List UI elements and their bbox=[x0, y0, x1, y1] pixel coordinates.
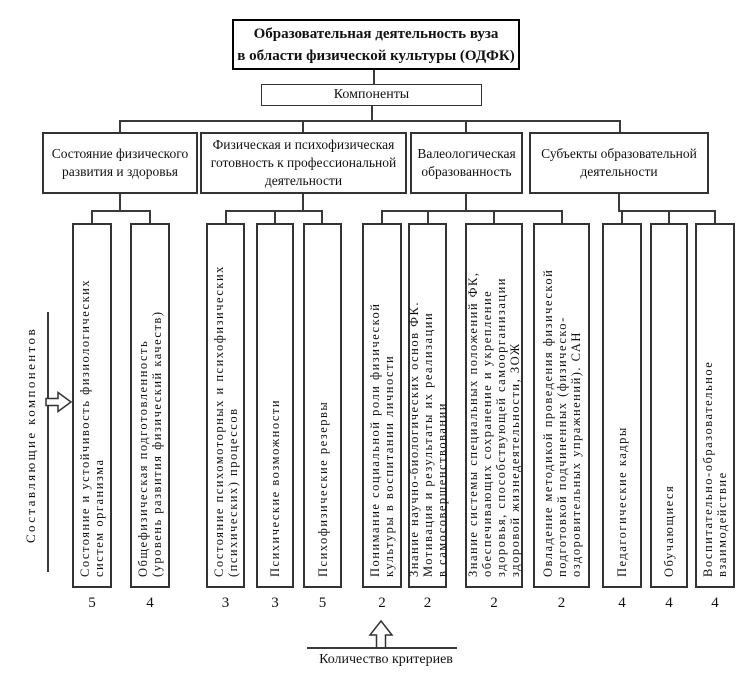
criteria-count: 4 bbox=[711, 595, 719, 611]
component-label: Воспитательно-образовательное взаимодейс… bbox=[701, 360, 729, 577]
component-label: Состояние психомоторных и психофизически… bbox=[211, 265, 240, 577]
component-box: Состояние психомоторных и психофизически… bbox=[206, 223, 245, 588]
component-label: Педагогические кадры bbox=[615, 426, 629, 577]
criteria-count: 2 bbox=[557, 595, 566, 611]
root-box-label: Образовательная деятельность вуза в обла… bbox=[237, 25, 515, 64]
component-box: Обучающиеся bbox=[650, 223, 688, 588]
component-box: Овладение методикой проведения физическо… bbox=[533, 223, 590, 588]
left-caption-text: Составляющие компонентов bbox=[23, 326, 38, 544]
criteria-count: 3 bbox=[221, 595, 230, 611]
criteria-count: 3 bbox=[271, 595, 279, 611]
component-box: Понимание социальной роли физической кул… bbox=[362, 223, 402, 588]
connector-line bbox=[618, 194, 620, 210]
criteria-count: 4 bbox=[618, 595, 626, 611]
branch-header-label: Субъекты образовательной деятельности bbox=[541, 146, 697, 179]
connector-line bbox=[668, 210, 670, 223]
component-label: Овладение методикой проведения физическо… bbox=[540, 268, 583, 577]
connector-line bbox=[561, 210, 563, 223]
component-label: Психофизические резервы bbox=[315, 400, 330, 577]
component-box: Состояние и устойчивость физиологических… bbox=[72, 223, 112, 588]
criteria-count: 2 bbox=[423, 595, 432, 611]
criteria-count: 4 bbox=[146, 595, 154, 611]
connector-line bbox=[119, 120, 121, 132]
right-arrow-icon bbox=[45, 391, 73, 413]
connector-line bbox=[302, 120, 304, 132]
connector-line bbox=[493, 210, 495, 223]
connector-line bbox=[621, 210, 623, 223]
component-label: Состояние и устойчивость физиологических… bbox=[78, 278, 106, 577]
component-label: Обучающиеся bbox=[662, 484, 676, 577]
connector-line bbox=[465, 120, 467, 132]
connector-line bbox=[381, 210, 563, 212]
criteria-count: 2 bbox=[490, 595, 498, 611]
bottom-caption: Количество критериев bbox=[319, 652, 453, 667]
branch-header-physical-development: Состояние физического развития и здоровь… bbox=[42, 132, 198, 194]
component-box: Знание научно-биологических основ ФК. Мо… bbox=[406, 223, 449, 588]
criteria-count: 4 bbox=[665, 595, 673, 611]
connector-line bbox=[274, 210, 276, 223]
component-box: Психические возможности bbox=[256, 223, 294, 588]
branch-header-psychophysical-readiness: Физическая и психофизическая готовность … bbox=[200, 132, 407, 194]
connector-line bbox=[465, 194, 467, 210]
connector-line bbox=[371, 106, 373, 120]
bottom-caption-rule bbox=[307, 647, 457, 649]
connector-line bbox=[427, 210, 429, 223]
branch-header-valeological: Валеологическая образованность bbox=[410, 132, 523, 194]
root-box: Образовательная деятельность вуза в обла… bbox=[232, 19, 520, 70]
branch-header-label: Состояние физического развития и здоровь… bbox=[51, 146, 189, 179]
left-caption: Составляющие компонентов bbox=[14, 296, 48, 574]
connector-line bbox=[149, 210, 151, 223]
branch-header-label: Физическая и психофизическая готовность … bbox=[210, 137, 397, 188]
connector-line bbox=[373, 70, 375, 84]
component-label: Психические возможности bbox=[268, 398, 282, 577]
component-label: Знание системы специальных положений ФК,… bbox=[466, 271, 522, 577]
component-box: Психофизические резервы bbox=[303, 223, 342, 588]
components-box-label: Компоненты bbox=[333, 87, 410, 102]
component-label: Понимание социальной роли физической кул… bbox=[368, 302, 396, 577]
connector-line bbox=[618, 210, 716, 212]
criteria-count: 2 bbox=[378, 595, 386, 611]
connector-line bbox=[91, 210, 93, 223]
branch-header-label: Валеологическая образованность bbox=[417, 146, 516, 179]
component-box: Педагогические кадры bbox=[602, 223, 642, 588]
component-label: Знание научно-биологических основ ФК. Мо… bbox=[406, 301, 449, 577]
connector-line bbox=[714, 210, 716, 223]
left-caption-rule bbox=[47, 312, 49, 572]
connector-line bbox=[321, 210, 323, 223]
connector-line bbox=[91, 210, 151, 212]
up-arrow-icon bbox=[368, 619, 394, 649]
connector-line bbox=[119, 120, 621, 122]
components-box: Компоненты bbox=[261, 84, 482, 106]
criteria-count: 5 bbox=[88, 595, 96, 611]
connector-line bbox=[619, 120, 621, 132]
component-label: Общефизическая подготовленность (уровень… bbox=[136, 310, 164, 578]
branch-header-education-subjects: Субъекты образовательной деятельности bbox=[529, 132, 709, 194]
criteria-count: 5 bbox=[318, 595, 327, 611]
component-box: Воспитательно-образовательное взаимодейс… bbox=[695, 223, 735, 588]
component-box: Знание системы специальных положений ФК,… bbox=[465, 223, 523, 588]
component-box: Общефизическая подготовленность (уровень… bbox=[130, 223, 170, 588]
connector-line bbox=[381, 210, 383, 223]
connector-line bbox=[119, 194, 121, 210]
connector-line bbox=[302, 194, 304, 210]
connector-line bbox=[225, 210, 227, 223]
